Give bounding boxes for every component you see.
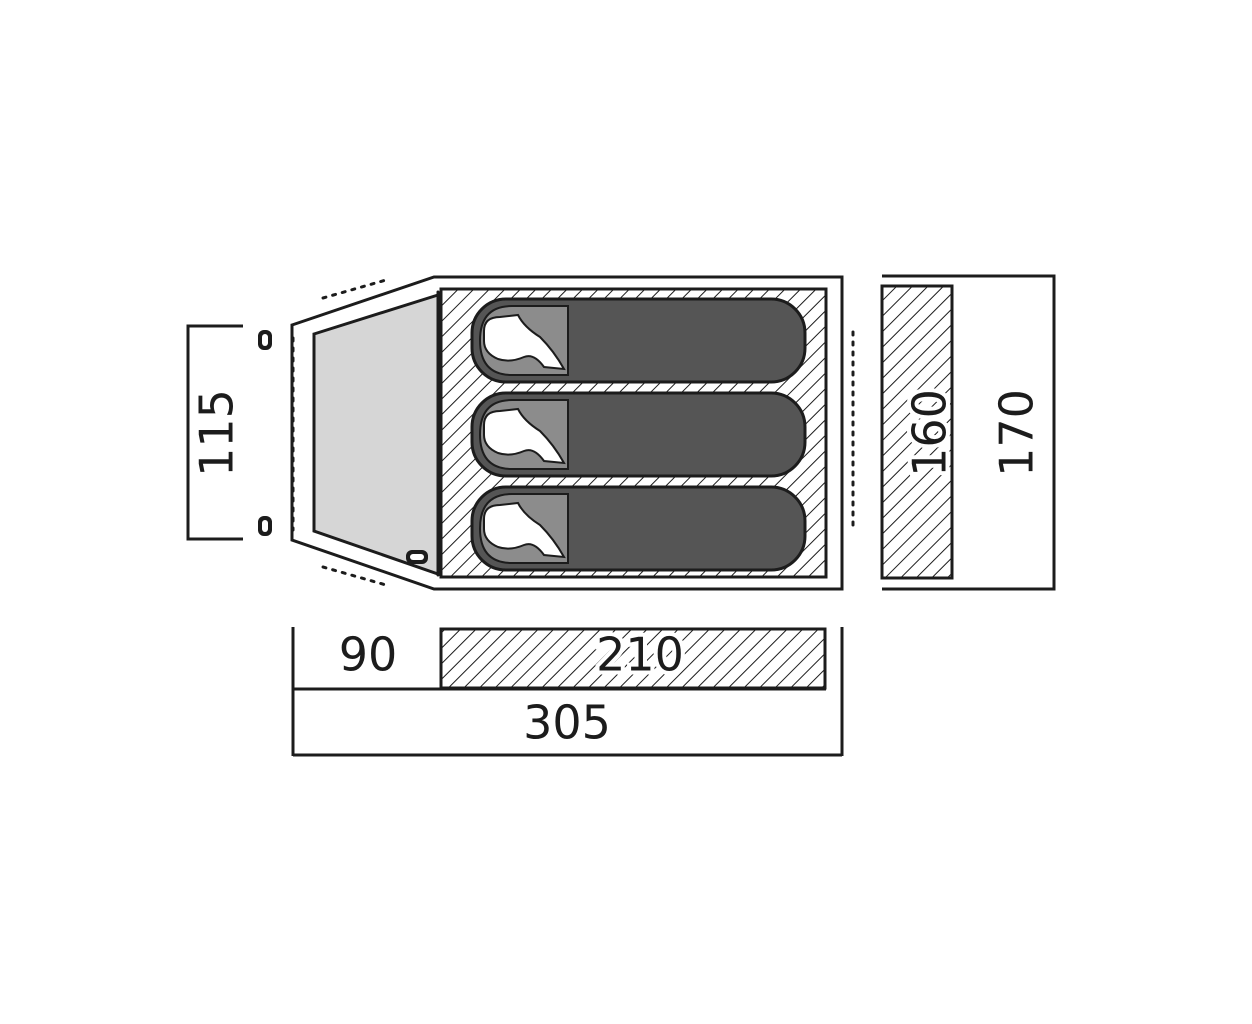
- tent-pole-peg-icon: [406, 550, 428, 564]
- sleeping-bag-icon: [470, 297, 807, 384]
- inner-tent-length-label: 210: [596, 628, 684, 682]
- vent-top: [321, 278, 388, 300]
- vestibule-area: [312, 292, 440, 577]
- inner-length-hatch: [439, 627, 827, 690]
- vestibule-entrance-width-label: 115: [190, 389, 244, 477]
- sleeping-bags: [470, 297, 807, 572]
- vestibule-width-label: 90: [339, 628, 398, 682]
- entrance-width-bracket: [186, 324, 243, 541]
- inner-width-hatch: [880, 284, 954, 580]
- tent-pole-peg-icon: [258, 330, 272, 350]
- person-head-icon: [483, 501, 566, 559]
- person-head-icon: [483, 407, 566, 465]
- sleeping-bag-icon: [470, 391, 807, 478]
- inner-tent-width-label: 160: [903, 389, 957, 477]
- total-width-bracket: [882, 274, 1056, 591]
- tent-pole-peg-icon: [258, 516, 272, 536]
- vent-bottom: [321, 565, 388, 587]
- sleeping-bag-icon: [470, 485, 807, 572]
- total-length-label: 305: [523, 696, 611, 750]
- total-width-label: 170: [990, 389, 1044, 477]
- person-head-icon: [483, 313, 566, 371]
